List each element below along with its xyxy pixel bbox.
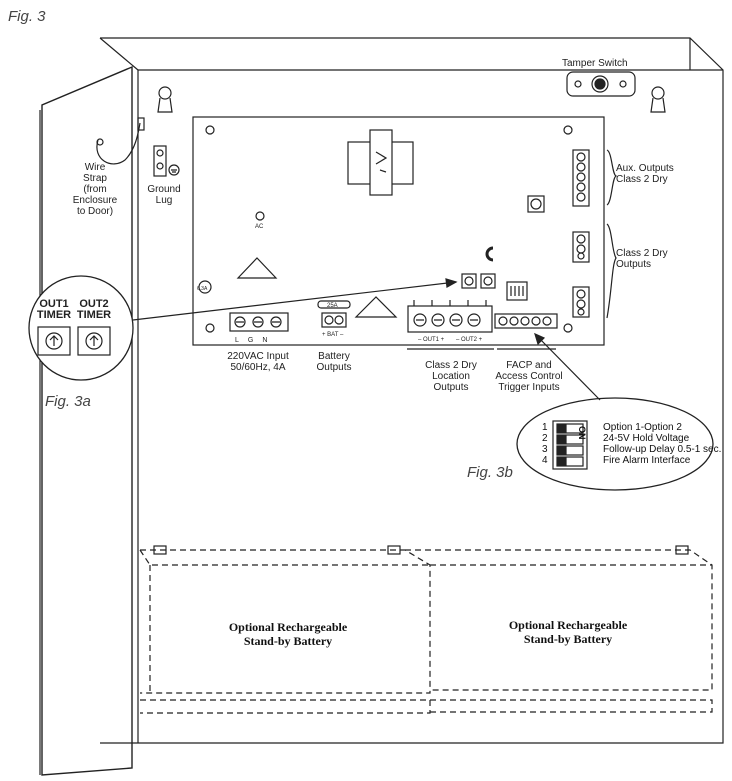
dip-num-1: 1 bbox=[542, 422, 548, 433]
bat-mark: + BAT – bbox=[322, 332, 344, 338]
figure-3a-title: Fig. 3a bbox=[45, 393, 91, 410]
aux-output-terminal bbox=[572, 149, 590, 207]
figure-3-title: Fig. 3 bbox=[8, 8, 46, 25]
out2-mark: – OUT2 + bbox=[456, 337, 483, 343]
dip-text-1: Option 1-Option 2 bbox=[603, 422, 682, 433]
aux-bracket bbox=[606, 149, 618, 206]
dry-outputs-label: Class 2 Dry Outputs bbox=[616, 248, 668, 270]
board-timer-out1 bbox=[461, 273, 477, 289]
tamper-switch bbox=[566, 71, 636, 97]
zoom-timer-out1 bbox=[37, 326, 71, 356]
dip-text-3: Follow-up Delay 0.5-1 sec. bbox=[603, 444, 722, 455]
fuse-small-mark: 6.3A bbox=[197, 286, 208, 292]
ac-terminal-block bbox=[229, 312, 289, 332]
battery-terminal-left bbox=[387, 545, 401, 555]
zoom-timer-out2 bbox=[77, 326, 111, 356]
wire-strap bbox=[96, 122, 141, 165]
battery-terminal bbox=[321, 312, 347, 328]
aux-outputs-label: Aux. Outputs Class 2 Dry bbox=[616, 163, 674, 185]
wire-strap-label: Wire Strap (from Enclosure to Door) bbox=[72, 162, 118, 217]
dip-on-label: ON bbox=[577, 426, 587, 440]
warning-triangle-1 bbox=[236, 257, 278, 279]
keyhole-left bbox=[158, 86, 172, 100]
battery-right-label: Optional Rechargeable Stand-by Battery bbox=[508, 618, 628, 646]
keyhole-right bbox=[651, 86, 665, 100]
battery-terminal-right bbox=[675, 545, 689, 555]
tamper-switch-label: Tamper Switch bbox=[562, 58, 628, 69]
ac-mark: AC bbox=[255, 224, 264, 230]
dip-num-4: 4 bbox=[542, 455, 548, 466]
zoom-out1-label: OUT1 TIMER bbox=[36, 298, 72, 321]
board-dip-switch bbox=[506, 281, 528, 301]
dry-output-terminal-2 bbox=[572, 286, 590, 318]
out1-mark: – OUT1 + bbox=[418, 337, 445, 343]
warning-triangle-2 bbox=[354, 296, 398, 318]
facp-terminal bbox=[494, 313, 558, 329]
timer-zoom-circle bbox=[28, 275, 134, 381]
figure-3b-title: Fig. 3b bbox=[467, 464, 513, 481]
dip-num-3: 3 bbox=[542, 444, 548, 455]
battery-left-label: Optional Rechargeable Stand-by Battery bbox=[228, 620, 348, 648]
dip-num-2: 2 bbox=[542, 433, 548, 444]
zoom-out2-label: OUT2 TIMER bbox=[76, 298, 112, 321]
dry-output-bracket bbox=[606, 223, 617, 319]
manual-test-button bbox=[527, 195, 545, 213]
fuse-bat-mark: 25A bbox=[327, 303, 338, 309]
facp-inputs-label: FACP and Access Control Trigger Inputs bbox=[495, 360, 563, 393]
lgn-mark: LGN bbox=[235, 337, 277, 344]
pcb-board bbox=[192, 116, 605, 346]
dry-output-terminal-1 bbox=[572, 231, 590, 263]
battery-outputs-label: Battery Outputs bbox=[316, 351, 352, 373]
ac-input-label: 220VAC Input 50/60Hz, 4A bbox=[227, 351, 289, 373]
location-outputs-label: Class 2 Dry Location Outputs bbox=[425, 360, 477, 393]
dip-text-4: Fire Alarm Interface bbox=[603, 455, 691, 466]
dip-text-2: 24-5V Hold Voltage bbox=[603, 433, 690, 444]
zoom-dip-switch bbox=[552, 420, 588, 470]
board-timer-out2 bbox=[480, 273, 496, 289]
ground-lug-label: Ground Lug bbox=[147, 184, 181, 206]
ground-lug bbox=[153, 145, 167, 177]
battery-compartment bbox=[139, 549, 713, 714]
